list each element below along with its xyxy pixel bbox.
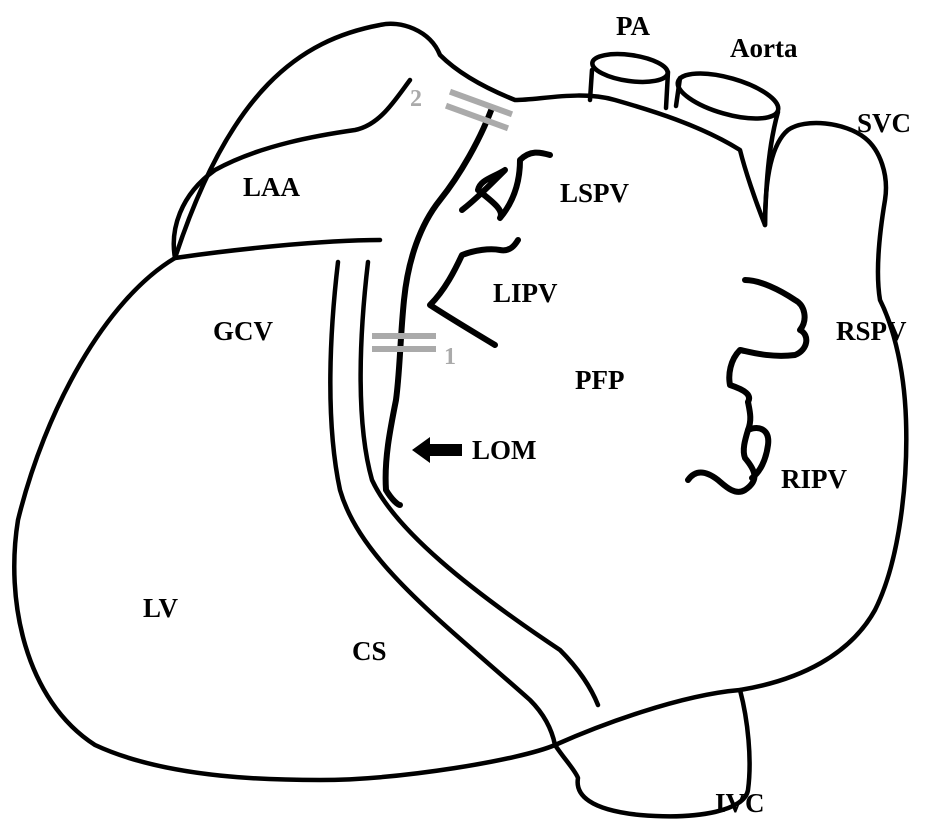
label-pfp: PFP: [575, 365, 624, 395]
label-svc: SVC: [857, 108, 911, 138]
label-aorta: Aorta: [730, 33, 798, 63]
label-gcv: GCV: [213, 316, 274, 346]
label-rspv: RSPV: [836, 316, 907, 346]
label-lv: LV: [143, 593, 179, 623]
label-lom: LOM: [472, 435, 537, 465]
label-ivc: IVC: [715, 788, 765, 818]
label-lspv: LSPV: [560, 178, 630, 208]
rspv-vein: [729, 280, 806, 402]
lom-arrow: [412, 437, 462, 463]
lspv-vein: [462, 153, 550, 218]
marker-1-label: 1: [444, 344, 456, 370]
label-laa: LAA: [243, 172, 301, 202]
label-pa: PA: [616, 11, 650, 41]
label-ripv: RIPV: [781, 464, 847, 494]
label-lipv: LIPV: [493, 278, 558, 308]
ripv-vein: [688, 402, 754, 492]
gcv-cs-vessel-inner: [361, 262, 598, 705]
marker-2-label: 2: [410, 86, 422, 112]
gcv-cs-vessel-outer: [330, 262, 555, 745]
ablation-marker-1: [372, 333, 436, 352]
label-cs: CS: [352, 636, 387, 666]
